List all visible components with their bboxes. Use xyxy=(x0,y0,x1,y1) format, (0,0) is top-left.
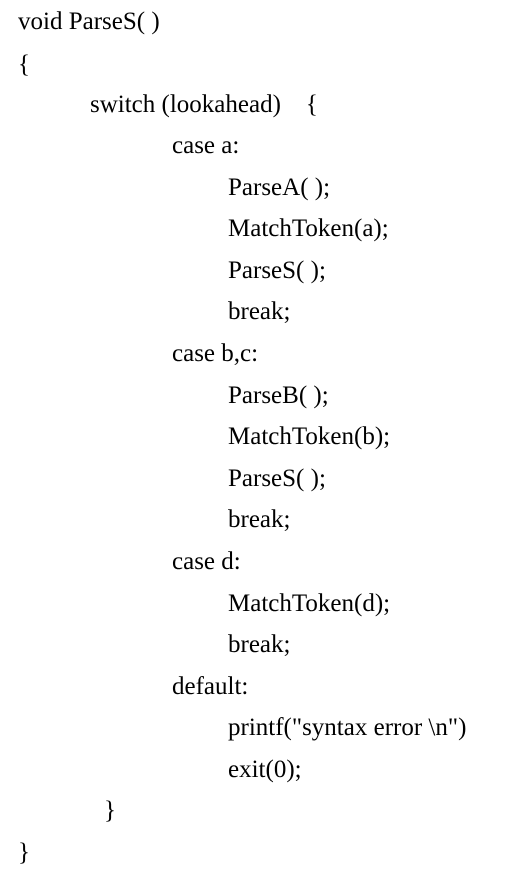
code-line-parse-a: ParseA( ); xyxy=(228,174,331,201)
case-label-a: case a: xyxy=(172,132,240,159)
function-signature: void ParseS( ) xyxy=(18,8,160,35)
code-line-exit: exit(0); xyxy=(228,756,302,783)
switch-statement: switch (lookahead) { xyxy=(90,91,318,118)
code-line-break: break; xyxy=(228,298,291,325)
case-label-b-c: case b,c: xyxy=(172,340,259,367)
code-line-parse-b: ParseB( ); xyxy=(228,382,329,409)
default-label: default: xyxy=(172,673,249,700)
case-label-d: case d: xyxy=(172,548,241,575)
code-line-match-token-b: MatchToken(b); xyxy=(228,423,391,450)
code-line-parse-s: ParseS( ); xyxy=(228,465,326,492)
code-line-parse-s: ParseS( ); xyxy=(228,257,326,284)
function-open-brace: { xyxy=(18,51,30,78)
code-line-break: break; xyxy=(228,631,291,658)
code-line-printf: printf("syntax error \n") xyxy=(228,714,467,741)
function-close-brace: } xyxy=(18,839,30,866)
code-line-match-token-d: MatchToken(d); xyxy=(228,590,391,617)
switch-close-brace: } xyxy=(104,797,116,824)
code-line-break: break; xyxy=(228,506,291,533)
code-line-match-token-a: MatchToken(a); xyxy=(228,215,389,242)
